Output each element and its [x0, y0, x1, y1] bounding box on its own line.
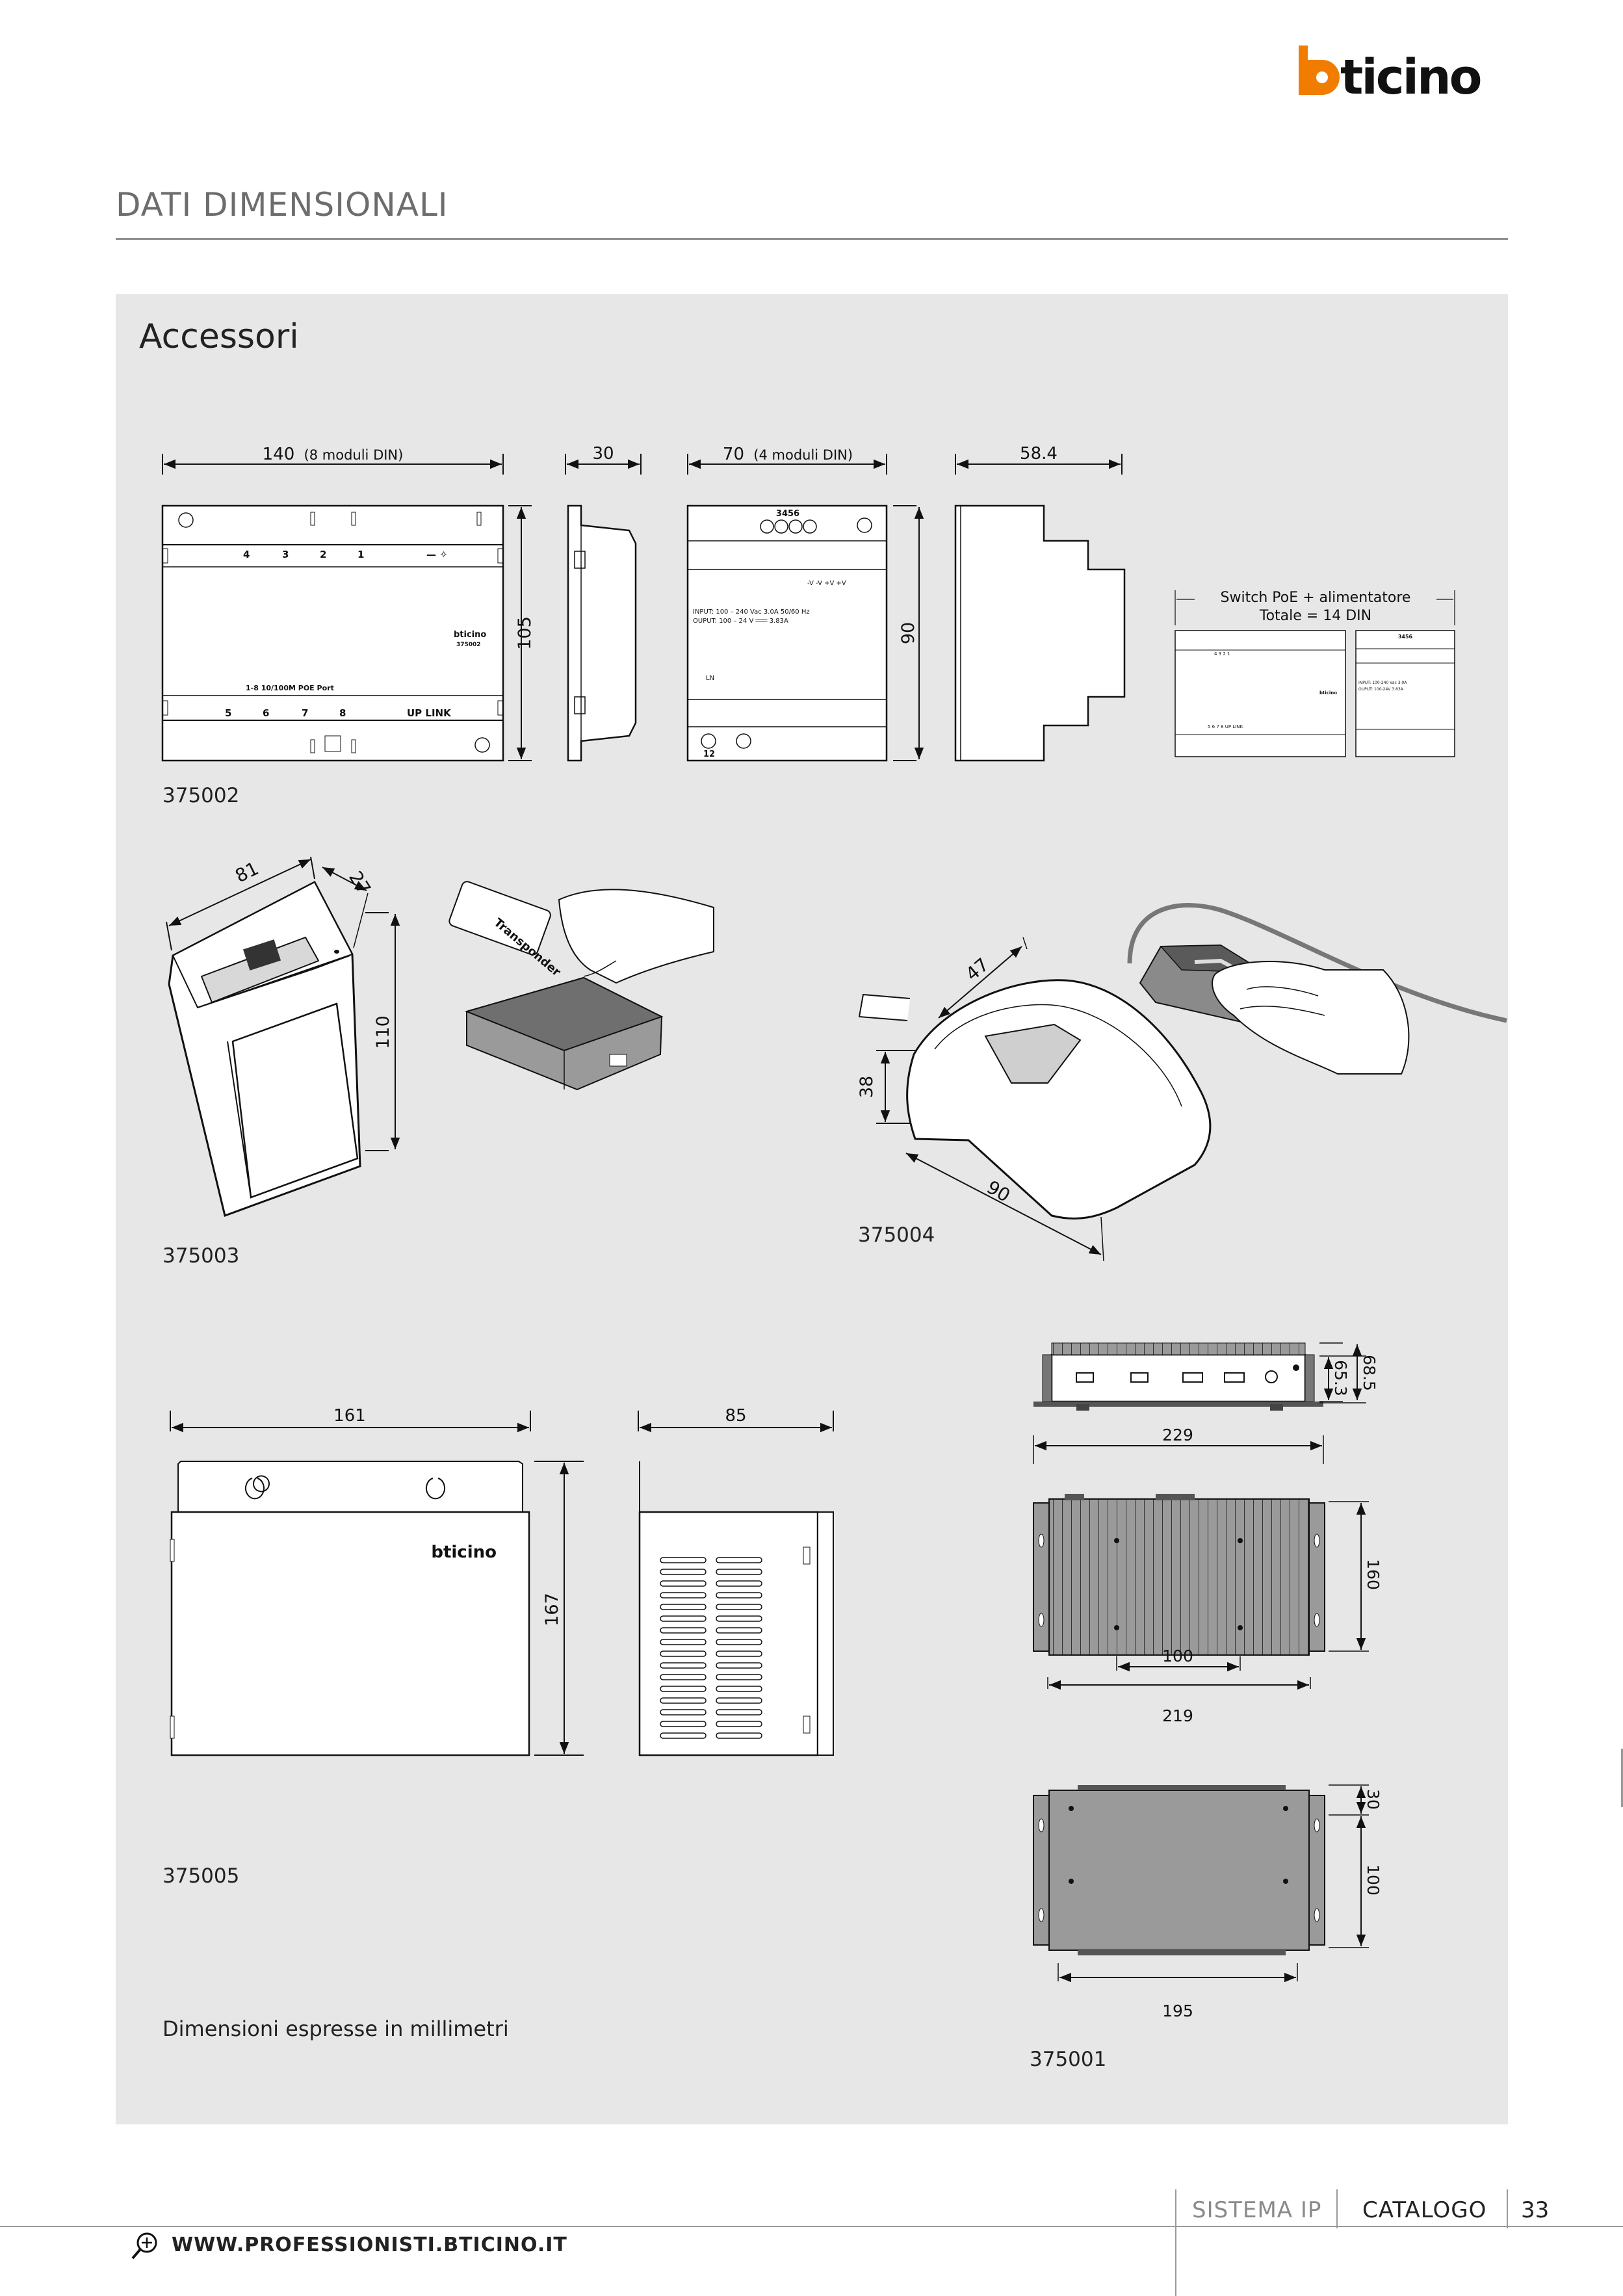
psu-height-dim: 90	[898, 622, 918, 644]
svg-text:OUPUT: 100-24V 3.83A: OUPUT: 100-24V 3.83A	[1358, 687, 1404, 692]
switch-port-6: 6	[263, 707, 269, 719]
switch-uplink: UP LINK	[407, 707, 452, 719]
fingerprint-length-dim: 90	[983, 1176, 1014, 1206]
footnote: Dimensioni espresse in millimetri	[162, 2016, 509, 2041]
psu-terminals-top: 3456	[776, 509, 799, 519]
section-title: DATI DIMENSIONALI	[116, 186, 448, 224]
switch-brand: bticino	[454, 630, 486, 640]
cabinet-width-dim: 161	[333, 1406, 366, 1426]
switch-port-1: 1	[357, 549, 364, 560]
switch-depth-dim: 30	[592, 444, 614, 463]
footer-section: SISTEMA IP	[1192, 2197, 1322, 2223]
psu-depth-dim: 58.4	[1020, 444, 1058, 463]
code-375004: 375004	[858, 1223, 935, 1247]
page-edge-marker	[1621, 1749, 1623, 1807]
switch-375002-group: 140 (8 moduli DIN) 4 3 2 1 — ✧ bticino 3…	[161, 444, 642, 762]
fingerprint-width-dim: 47	[961, 954, 993, 985]
fingerprint-height-dim: 38	[857, 1076, 877, 1098]
psu-width-dim: 70	[723, 445, 744, 464]
footer-catalog: CATALOGO	[1362, 2197, 1487, 2223]
cabinet-brand: bticino	[431, 1543, 497, 1562]
dimension-drawings: 140 (8 moduli DIN) 4 3 2 1 — ✧ bticino 3…	[161, 444, 1507, 2071]
switch-port-3: 3	[282, 549, 289, 560]
title-divider	[116, 238, 1508, 240]
switch-port-2: 2	[320, 549, 326, 560]
switch-port-5: 5	[225, 707, 231, 719]
pc-top-height-dim: 160	[1364, 1559, 1383, 1590]
panel-title: Accessori	[139, 317, 299, 356]
pc-top-inner-dim: 100	[1162, 1647, 1193, 1665]
footer-divider	[0, 2226, 1623, 2227]
pc-bottom-width-dim: 195	[1162, 2002, 1193, 2020]
svg-text:4 3 2 1: 4 3 2 1	[1214, 651, 1230, 657]
magnifier-icon	[131, 2232, 157, 2260]
svg-text:5 6 7 8: 5 6 7 8 UP LINK	[225, 707, 452, 719]
switch-port-4: 4	[243, 549, 250, 560]
bticino-logo: ticino	[1299, 46, 1483, 98]
footer-website-link[interactable]: WWW.PROFESSIONISTI.BTICINO.IT	[172, 2234, 567, 2256]
svg-text:70 (4 moduli DIN): 70 (4 moduli DIN)	[723, 445, 853, 464]
code-375003: 375003	[162, 1244, 239, 1268]
switch-height-dim: 105	[515, 616, 535, 650]
page-number: 33	[1521, 2197, 1550, 2223]
pc-top-outer-dim: 219	[1162, 1706, 1193, 1725]
switch-power-symbols: — ✧	[426, 549, 448, 560]
pc-375001-group: 65.3 68.5 229 160 219 100	[1033, 1342, 1383, 2020]
pc-bottom-height-dim: 100	[1364, 1864, 1383, 1896]
cabinet-height-dim: 167	[542, 1593, 562, 1626]
code-375005: 375005	[162, 1864, 239, 1888]
psu-output-label: OUPUT: 100 – 24 V ═══ 3.83A	[693, 618, 788, 625]
switch-model: 375002	[456, 642, 481, 648]
psu-input-label: INPUT: 100 – 240 Vac 3.0A 50/60 Hz	[693, 608, 810, 616]
footer-separator	[1336, 2189, 1338, 2228]
reader-375003-group: 81 27 110 Transponder	[166, 856, 714, 1217]
switch-width-dim: 140	[263, 445, 295, 464]
psu-width-note: (4 moduli DIN)	[753, 447, 853, 463]
code-375002: 375002	[162, 784, 239, 807]
svg-text:5 6 7 8: 5 6 7 8 UP LINK	[1208, 724, 1243, 729]
cabinet-375005-group: 161 bticino 167 85	[170, 1406, 834, 1756]
cabinet-depth-dim: 85	[725, 1406, 746, 1426]
code-375001: 375001	[1030, 2048, 1106, 2071]
psu-terminals-bottom: 12	[703, 750, 715, 759]
svg-text:3456: 3456	[1398, 634, 1413, 640]
footer-separator	[1507, 2189, 1508, 2228]
power-supply-group: 70 (4 moduli DIN) 3456 -V -V +V +V INPUT…	[686, 444, 1455, 762]
svg-text:INPUT: 100-240 Vac 3.0A: INPUT: 100-240 Vac 3.0A	[1358, 681, 1407, 685]
combo-caption-1: Switch PoE + alimentatore	[1221, 590, 1411, 606]
psu-ln-label: LN	[706, 675, 714, 682]
reader-height-dim: 110	[373, 1015, 393, 1049]
switch-width-note: (8 moduli DIN)	[304, 447, 404, 463]
psu-volt-row: -V -V +V +V	[807, 580, 846, 587]
svg-text:ticino: ticino	[1340, 49, 1481, 98]
footer-separator	[1175, 2189, 1176, 2296]
pc-front-inner-dim: 65.3	[1331, 1360, 1350, 1396]
svg-text:140 (8 moduli DIN): 140 (8 moduli DIN)	[263, 445, 404, 464]
pc-bottom-top-dim: 30	[1364, 1789, 1383, 1810]
fingerprint-375004-group: 47 38 90	[857, 903, 1507, 1262]
svg-text:4 3 2 1: 4 3 2 1 — ✧	[243, 549, 448, 560]
combo-caption-2: Totale = 14 DIN	[1259, 608, 1371, 624]
switch-port-8: 8	[339, 707, 346, 719]
switch-port-note: 1-8 10/100M POE Port	[246, 684, 334, 692]
pc-front-outer-dim: 68.5	[1360, 1355, 1379, 1391]
reader-depth-dim: 27	[344, 867, 375, 898]
switch-port-7: 7	[302, 707, 308, 719]
reader-width-dim: 81	[232, 857, 262, 887]
pc-top-width-dim: 229	[1162, 1426, 1193, 1444]
svg-text:bticino: bticino	[1319, 690, 1337, 696]
